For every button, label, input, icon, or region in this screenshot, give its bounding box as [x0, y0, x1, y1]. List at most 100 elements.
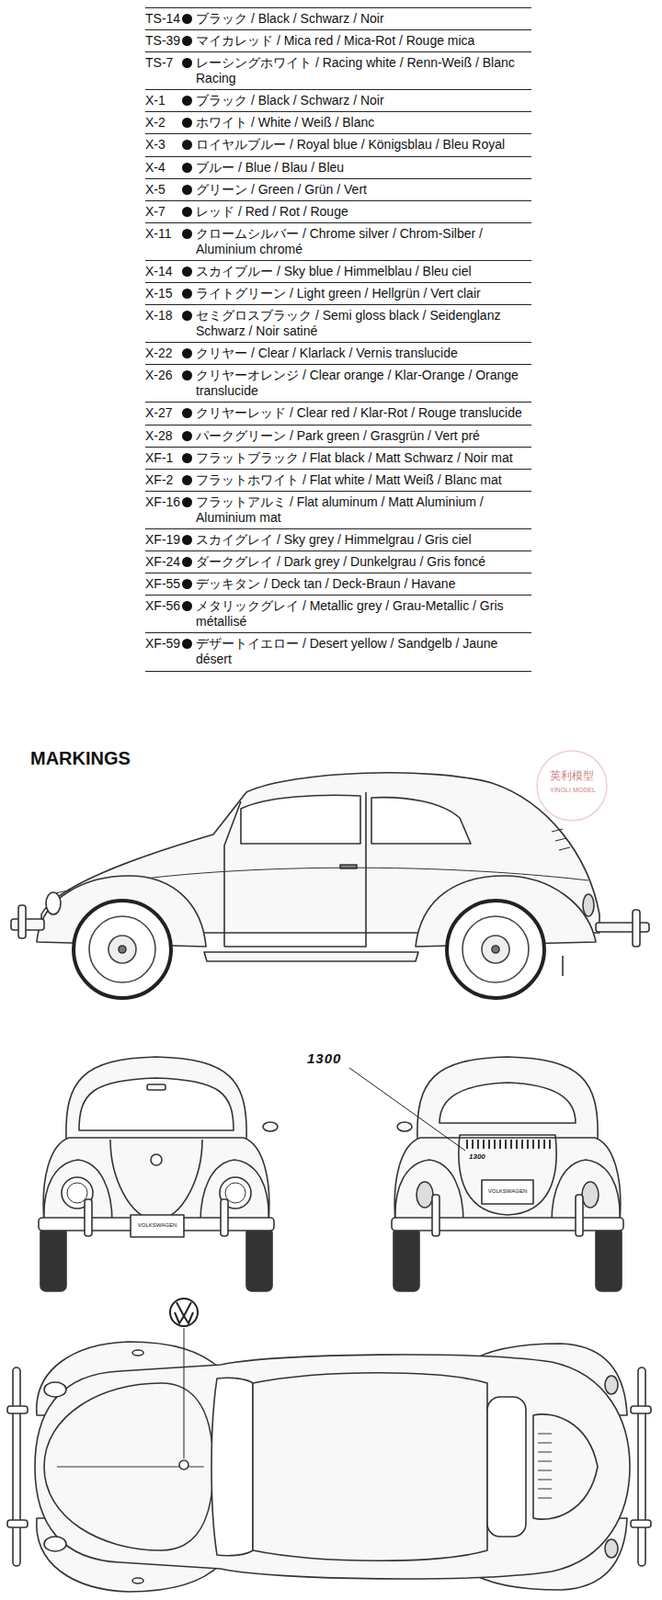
paint-row: X-7レッド / Red / Rot / Rouge	[145, 201, 532, 224]
paint-code: X-28	[145, 428, 183, 445]
paint-name: グリーン / Green / Grün / Vert	[195, 182, 532, 198]
paint-code: X-11	[145, 226, 183, 242]
paint-dot	[182, 162, 193, 173]
paint-row: X-5 グリーン / Green / Grün / Vert	[145, 179, 532, 202]
paint-code: X-5	[145, 182, 183, 198]
paint-dot	[182, 453, 193, 464]
paint-code: XF-1	[145, 450, 183, 467]
paint-name: クリヤー / Clear / Klarlack / Vernis translu…	[195, 345, 532, 362]
paint-name: スカイブルー / Sky blue / Himmelblau / Bleu ci…	[195, 263, 532, 280]
paint-name: スカイグレイ / Sky grey / Himmelgrau / Gris ci…	[195, 532, 532, 548]
paint-code: TS-7	[145, 55, 183, 71]
paint-name: フラットホワイト / Flat white / Matt Weiß / Blan…	[195, 472, 532, 489]
paint-dot	[182, 601, 193, 612]
paint-dot	[182, 535, 193, 546]
paint-row: TS-39 マイカレッド / Mica red / Mica-Rot / Roug…	[145, 30, 532, 53]
paint-dot	[182, 228, 193, 240]
paint-dot	[182, 475, 193, 486]
paint-name: デザートイエロー / Desert yellow / Sandgelb / Ja…	[195, 636, 532, 668]
paint-row: XF-59 デザートイエロー / Desert yellow / Sandgelb…	[145, 633, 532, 672]
paint-row: X-22 クリヤー / Clear / Klarlack / Vernis tra…	[145, 342, 532, 366]
plate-text: VOLKSWAGEN	[481, 1188, 534, 1196]
paint-name: ブラック / Black / Schwarz / Noir	[195, 92, 532, 109]
paint-name: クロームシルバー / Chrome silver / Chrom-Silber …	[195, 226, 532, 258]
paint-dot	[182, 310, 193, 321]
paint-code: XF-59	[145, 636, 183, 652]
paint-name: クリヤーオレンジ / Clear orange / Klar-Orange / …	[195, 367, 532, 400]
paint-name: マイカレッド / Mica red / Mica-Rot / Rouge mic…	[195, 33, 532, 49]
paint-code: X-2	[145, 114, 183, 131]
paint-code: X-1	[145, 92, 183, 109]
paint-name: デッキタン / Deck tan / Deck-Braun / Havane	[195, 576, 532, 593]
paint-row: XF-24 ダークグレイ / Dark grey / Dunkelgrau / G…	[145, 551, 532, 574]
paint-code: X-27	[145, 405, 183, 422]
paint-row: XF-19 スカイグレイ / Sky grey / Himmelgrau / Gr…	[145, 529, 532, 552]
paint-dot	[182, 288, 193, 299]
paint-name: レーシングホワイト / Racing white / Renn-Weiß / B…	[195, 55, 532, 87]
paint-row: X-4ブルー / Blue / Blau / Bleu	[145, 157, 532, 180]
paint-code: XF-19	[145, 532, 183, 548]
paint-name: ライトグリーン / Light green / Hellgrün / Vert …	[195, 285, 532, 302]
paint-row: TS-7 レーシングホワイト / Racing white / Renn-Weiß…	[145, 52, 532, 91]
paint-code: XF-55	[145, 576, 183, 593]
paint-dot	[182, 95, 193, 106]
paint-dot	[182, 184, 193, 195]
paint-row: X-11 クロームシルバー / Chrome silver / Chrom-Sil…	[145, 223, 532, 262]
paint-row: X-28 パークグリーン / Park green / Grasgrün / Ve…	[145, 425, 532, 448]
paint-code: X-4	[145, 159, 183, 176]
paint-dot	[182, 579, 193, 590]
paint-code: X-18	[145, 308, 183, 324]
paint-row: X-1 ブラック / Black / Schwarz / Noir	[145, 90, 532, 113]
paint-code: X-26	[145, 367, 183, 384]
paint-row: X-26 クリヤーオレンジ / Clear orange / Klar-Orang…	[145, 365, 532, 403]
paint-code: XF-24	[145, 554, 183, 571]
paint-name: レッド / Red / Rot / Rouge	[195, 204, 532, 220]
paint-row: XF-56 メタリックグレイ / Metallic grey / Grau-Met…	[145, 595, 532, 634]
paint-dot	[182, 639, 193, 650]
paint-dot	[182, 13, 193, 24]
paint-name: ホワイト / White / Weiß / Blanc	[195, 114, 532, 131]
paint-name: ロイヤルブルー / Royal blue / Königsblau / Bleu…	[195, 136, 532, 153]
callout-number: 1300	[307, 1050, 342, 1067]
paint-dot	[182, 35, 193, 46]
paint-row: XF-16 フラットアルミ / Flat aluminum / Matt Alum…	[145, 491, 532, 530]
paint-dot	[182, 408, 193, 419]
paint-dot	[182, 117, 193, 128]
paint-row: XF-55 デッキタン / Deck tan / Deck-Braun / Hav…	[145, 573, 532, 596]
paint-name: パークグリーン / Park green / Grasgrün / Vert p…	[195, 428, 532, 445]
paint-code: X-22	[145, 345, 183, 362]
paint-name: セミグロスブラック / Semi gloss black / Seidengla…	[195, 308, 532, 340]
paint-dot	[182, 348, 193, 359]
paint-dot	[182, 57, 193, 69]
paint-code: X-3	[145, 136, 183, 153]
paint-row: X-15 ライトグリーン / Light green / Hellgrün / V…	[145, 283, 532, 306]
paint-dot	[182, 206, 193, 217]
paint-code: X-14	[145, 263, 183, 280]
paint-name: ブラック / Black / Schwarz / Noir	[195, 11, 532, 27]
paint-name: クリヤーレッド / Clear red / Klar-Rot / Rouge t…	[195, 405, 532, 422]
paint-table: TS-14ブラック / Black / Schwarz / NoirTS-39マ…	[145, 7, 532, 673]
paint-row: TS-14 ブラック / Black / Schwarz / Noir	[145, 7, 532, 31]
paint-name: フラットアルミ / Flat aluminum / Matt Aluminium…	[195, 494, 532, 526]
paint-row: X-27 クリヤーレッド / Clear red / Klar-Rot / Rou…	[145, 402, 532, 425]
section-heading: MARKINGS	[30, 748, 131, 770]
paint-code: XF-2	[145, 472, 183, 489]
paint-row: X-14 スカイブルー / Sky blue / Himmelblau / Ble…	[145, 261, 532, 284]
paint-code: XF-16	[145, 494, 183, 511]
paint-dot	[182, 557, 193, 568]
paint-row: X-2 ホワイト / White / Weiß / Blanc	[145, 112, 532, 135]
paint-code: TS-39	[145, 33, 183, 49]
paint-row: X-18 セミグロスブラック / Semi gloss black / Seide…	[145, 305, 532, 343]
paint-name: メタリックグレイ / Metallic grey / Grau-Metallic…	[195, 598, 532, 630]
paint-dot	[182, 266, 193, 277]
paint-dot	[182, 139, 193, 150]
watermark-text: 英利模型	[549, 770, 594, 784]
paint-name: フラットブラック / Flat black / Matt Schwarz / N…	[195, 450, 532, 467]
paint-row: X-3 ロイヤルブルー / Royal blue / Königsblau / B…	[145, 134, 532, 157]
paint-code: TS-14	[145, 11, 183, 27]
paint-code: XF-56	[145, 598, 183, 615]
paint-code: X-15	[145, 285, 183, 302]
paint-name: ダークグレイ / Dark grey / Dunkelgrau / Gris f…	[195, 554, 532, 571]
paint-dot	[182, 431, 193, 442]
